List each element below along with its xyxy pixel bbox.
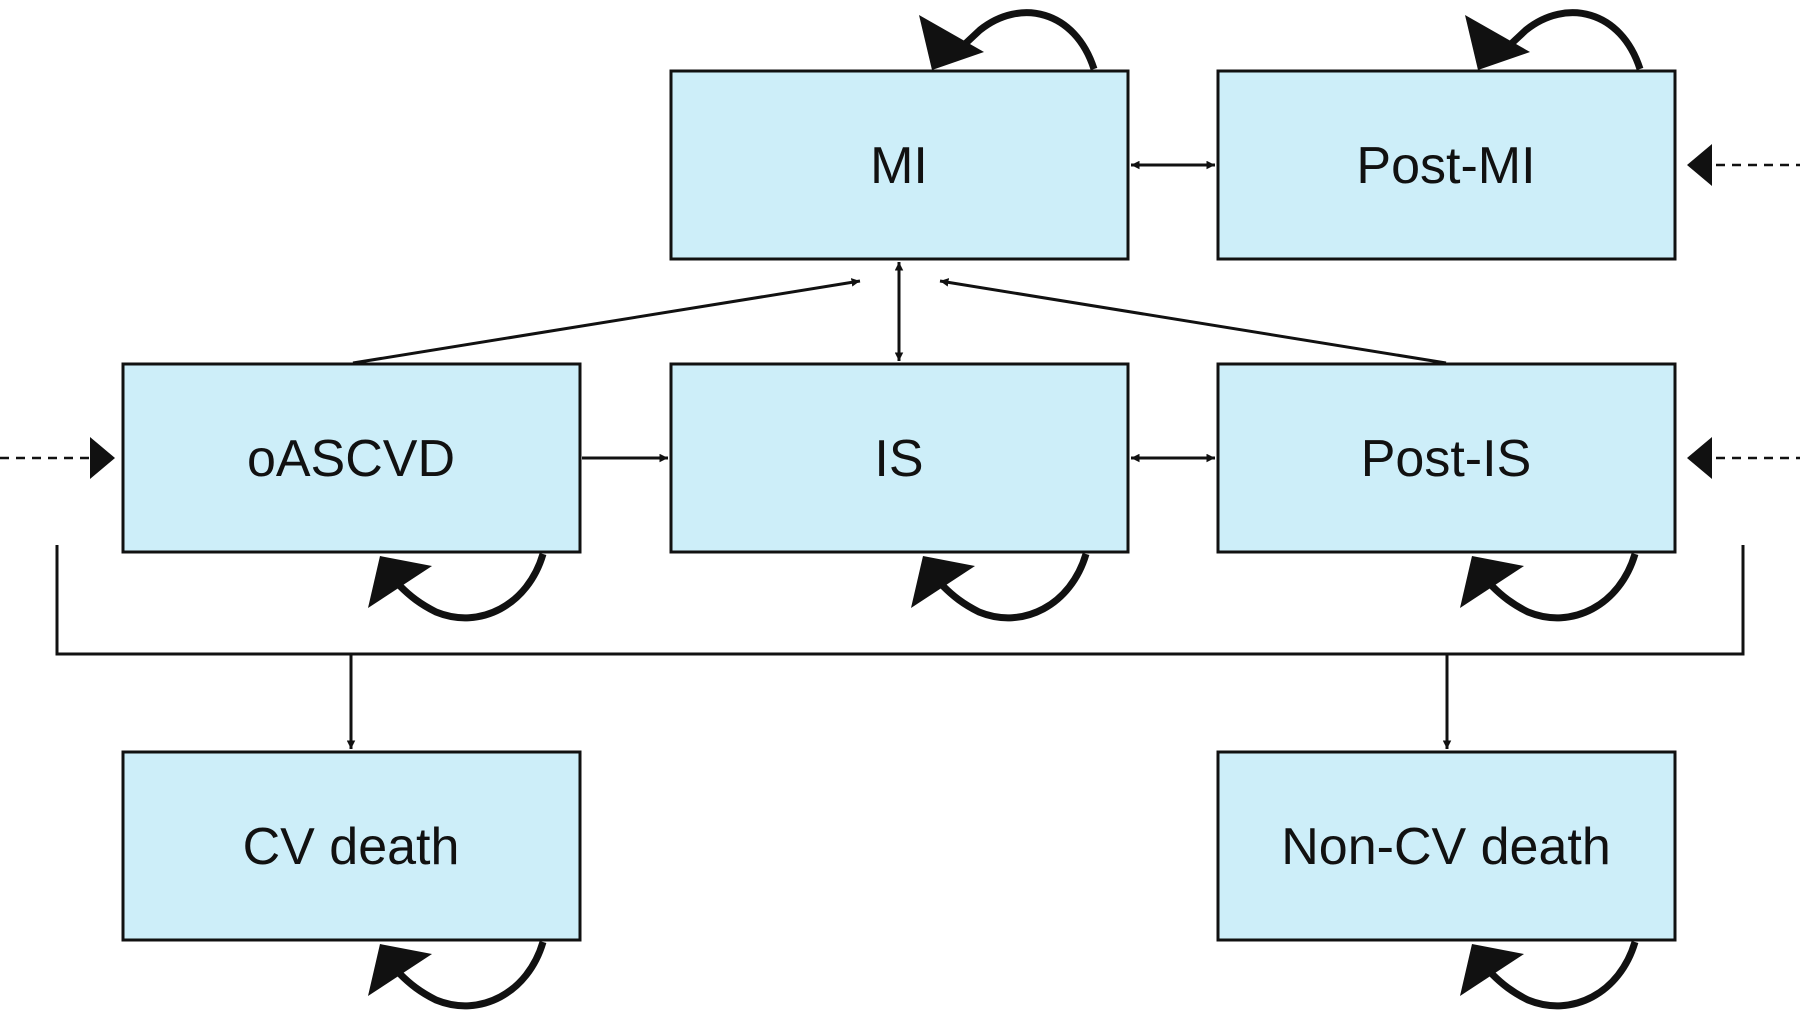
self-loop-mi [919,9,1098,71]
incoming-arrowhead-post-is [1687,437,1712,479]
state-is: IS [669,362,1130,554]
state-cv-death: CV death [121,750,582,942]
self-loop-post-mi [1465,9,1644,71]
state-non-cv-death-label: Non-CV death [1281,818,1611,876]
incoming-arrowhead-oascvd [90,437,115,479]
self-loop-is [911,552,1090,622]
state-oascvd-label: oASCVD [247,430,455,488]
self-loop-post-is [1460,552,1639,622]
state-post-mi: Post-MI [1216,69,1677,261]
self-loop-cv-death [368,940,547,1010]
state-cv-death-label: CV death [243,818,460,876]
self-loop-non-cv-death [1460,940,1639,1010]
self-loop-oascvd [368,552,547,622]
state-oascvd: oASCVD [121,362,582,554]
state-post-is-label: Post-IS [1361,430,1532,488]
state-non-cv-death: Non-CV death [1216,750,1677,942]
arrow-post-is-mi [939,278,1447,365]
state-post-is: Post-IS [1216,362,1677,554]
state-mi: MI [669,69,1130,261]
arrow-oascvd-mi [352,278,861,365]
incoming-arrowhead-post-mi [1687,144,1712,186]
state-mi-label: MI [870,137,928,195]
state-post-mi-label: Post-MI [1356,137,1535,195]
death-bracket [55,545,1745,656]
state-is-label: IS [874,430,923,488]
